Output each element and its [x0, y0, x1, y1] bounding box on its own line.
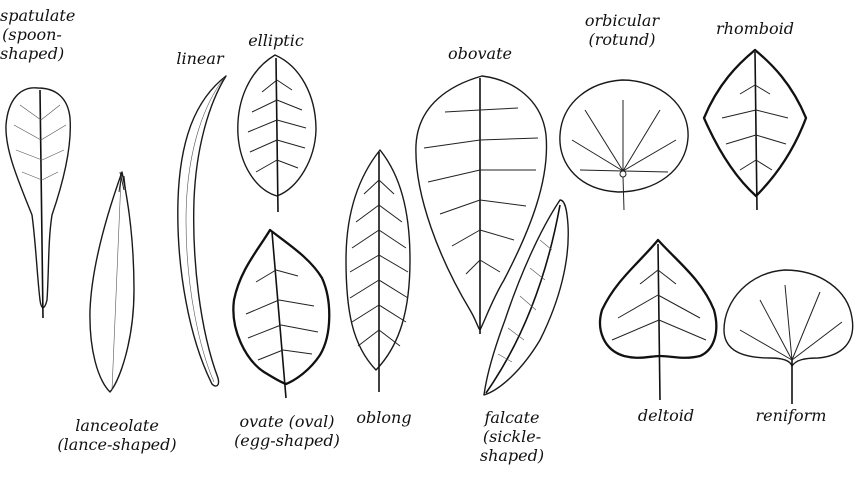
label-line: reniform	[748, 406, 834, 425]
orbicular-leaf	[560, 80, 688, 210]
label-falcate: falcate (sickle- shaped)	[474, 408, 550, 465]
label-linear: linear	[170, 49, 230, 68]
label-orbicular: orbicular (rotund)	[578, 11, 666, 49]
label-line: rhomboid	[712, 19, 798, 38]
elliptic-leaf	[238, 55, 316, 212]
label-elliptic: elliptic	[240, 31, 312, 50]
label-deltoid: deltoid	[630, 406, 702, 425]
label-reniform: reniform	[748, 406, 834, 425]
label-line: oblong	[352, 408, 416, 427]
ovate-leaf	[233, 230, 329, 398]
label-line: ovate (oval)	[228, 412, 346, 431]
label-line: spatulate	[0, 6, 64, 25]
oblong-leaf	[346, 150, 410, 392]
deltoid-leaf	[600, 240, 716, 400]
rhomboid-leaf	[704, 50, 806, 210]
spatulate-leaf	[6, 88, 70, 318]
linear-leaf	[178, 76, 226, 386]
obovate-leaf	[416, 76, 547, 334]
label-line: shaped)	[474, 446, 550, 465]
label-line: orbicular	[578, 11, 666, 30]
label-ovate: ovate (oval) (egg-shaped)	[228, 412, 346, 450]
label-line: (sickle-	[474, 427, 550, 446]
label-line: lanceolate	[50, 416, 184, 435]
label-lanceolate: lanceolate (lance-shaped)	[50, 416, 184, 454]
label-line: (lance-shaped)	[50, 435, 184, 454]
label-obovate: obovate	[442, 44, 518, 63]
falcate-leaf	[484, 200, 568, 395]
label-rhomboid: rhomboid	[712, 19, 798, 38]
label-oblong: oblong	[352, 408, 416, 427]
label-line: shaped)	[0, 44, 64, 63]
label-line: deltoid	[630, 406, 702, 425]
label-line: obovate	[442, 44, 518, 63]
label-line: (egg-shaped)	[228, 431, 346, 450]
label-line: linear	[170, 49, 230, 68]
label-line: falcate	[474, 408, 550, 427]
label-spatulate: spatulate (spoon- shaped)	[0, 6, 64, 63]
reniform-leaf	[724, 270, 853, 404]
lanceolate-leaf	[90, 172, 134, 392]
label-line: (spoon-	[0, 25, 64, 44]
label-line: elliptic	[240, 31, 312, 50]
label-line: (rotund)	[578, 30, 666, 49]
